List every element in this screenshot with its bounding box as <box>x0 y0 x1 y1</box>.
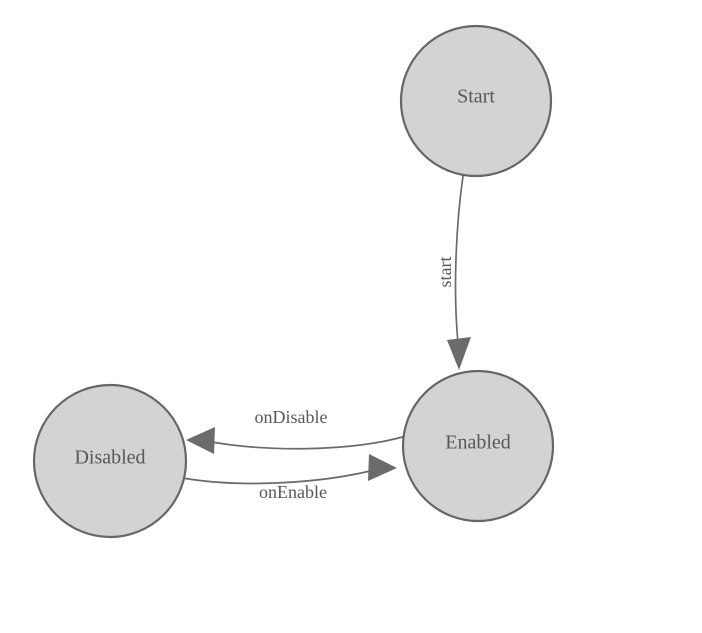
node-start[interactable]: Start <box>399 24 553 178</box>
edge-start-to-enabled[interactable]: start <box>435 175 471 370</box>
node-disabled[interactable]: Disabled <box>32 383 188 539</box>
edge-enabled-to-disabled[interactable]: onDisable <box>186 407 407 454</box>
arrowhead-into-enabled <box>447 337 471 370</box>
node-enabled[interactable]: Enabled <box>401 369 555 523</box>
node-label-start: Start <box>457 86 495 108</box>
node-label-disabled: Disabled <box>74 447 145 469</box>
edge-label-start: start <box>435 257 455 288</box>
node-label-enabled: Enabled <box>445 432 511 454</box>
arrowhead-into-disabled <box>186 427 215 454</box>
edge-line-start <box>454 175 464 344</box>
node-circle-enabled <box>401 369 555 523</box>
edge-line-ondisable <box>205 435 407 450</box>
edge-disabled-to-enabled[interactable]: onEnable <box>176 454 397 502</box>
edge-line-onenable <box>176 468 379 485</box>
arrowhead-into-enabled-2 <box>368 454 397 481</box>
node-circle-disabled <box>32 383 188 539</box>
node-circle-start <box>399 24 553 178</box>
edge-label-ondisable: onDisable <box>255 407 328 427</box>
edge-label-onenable: onEnable <box>259 482 327 502</box>
